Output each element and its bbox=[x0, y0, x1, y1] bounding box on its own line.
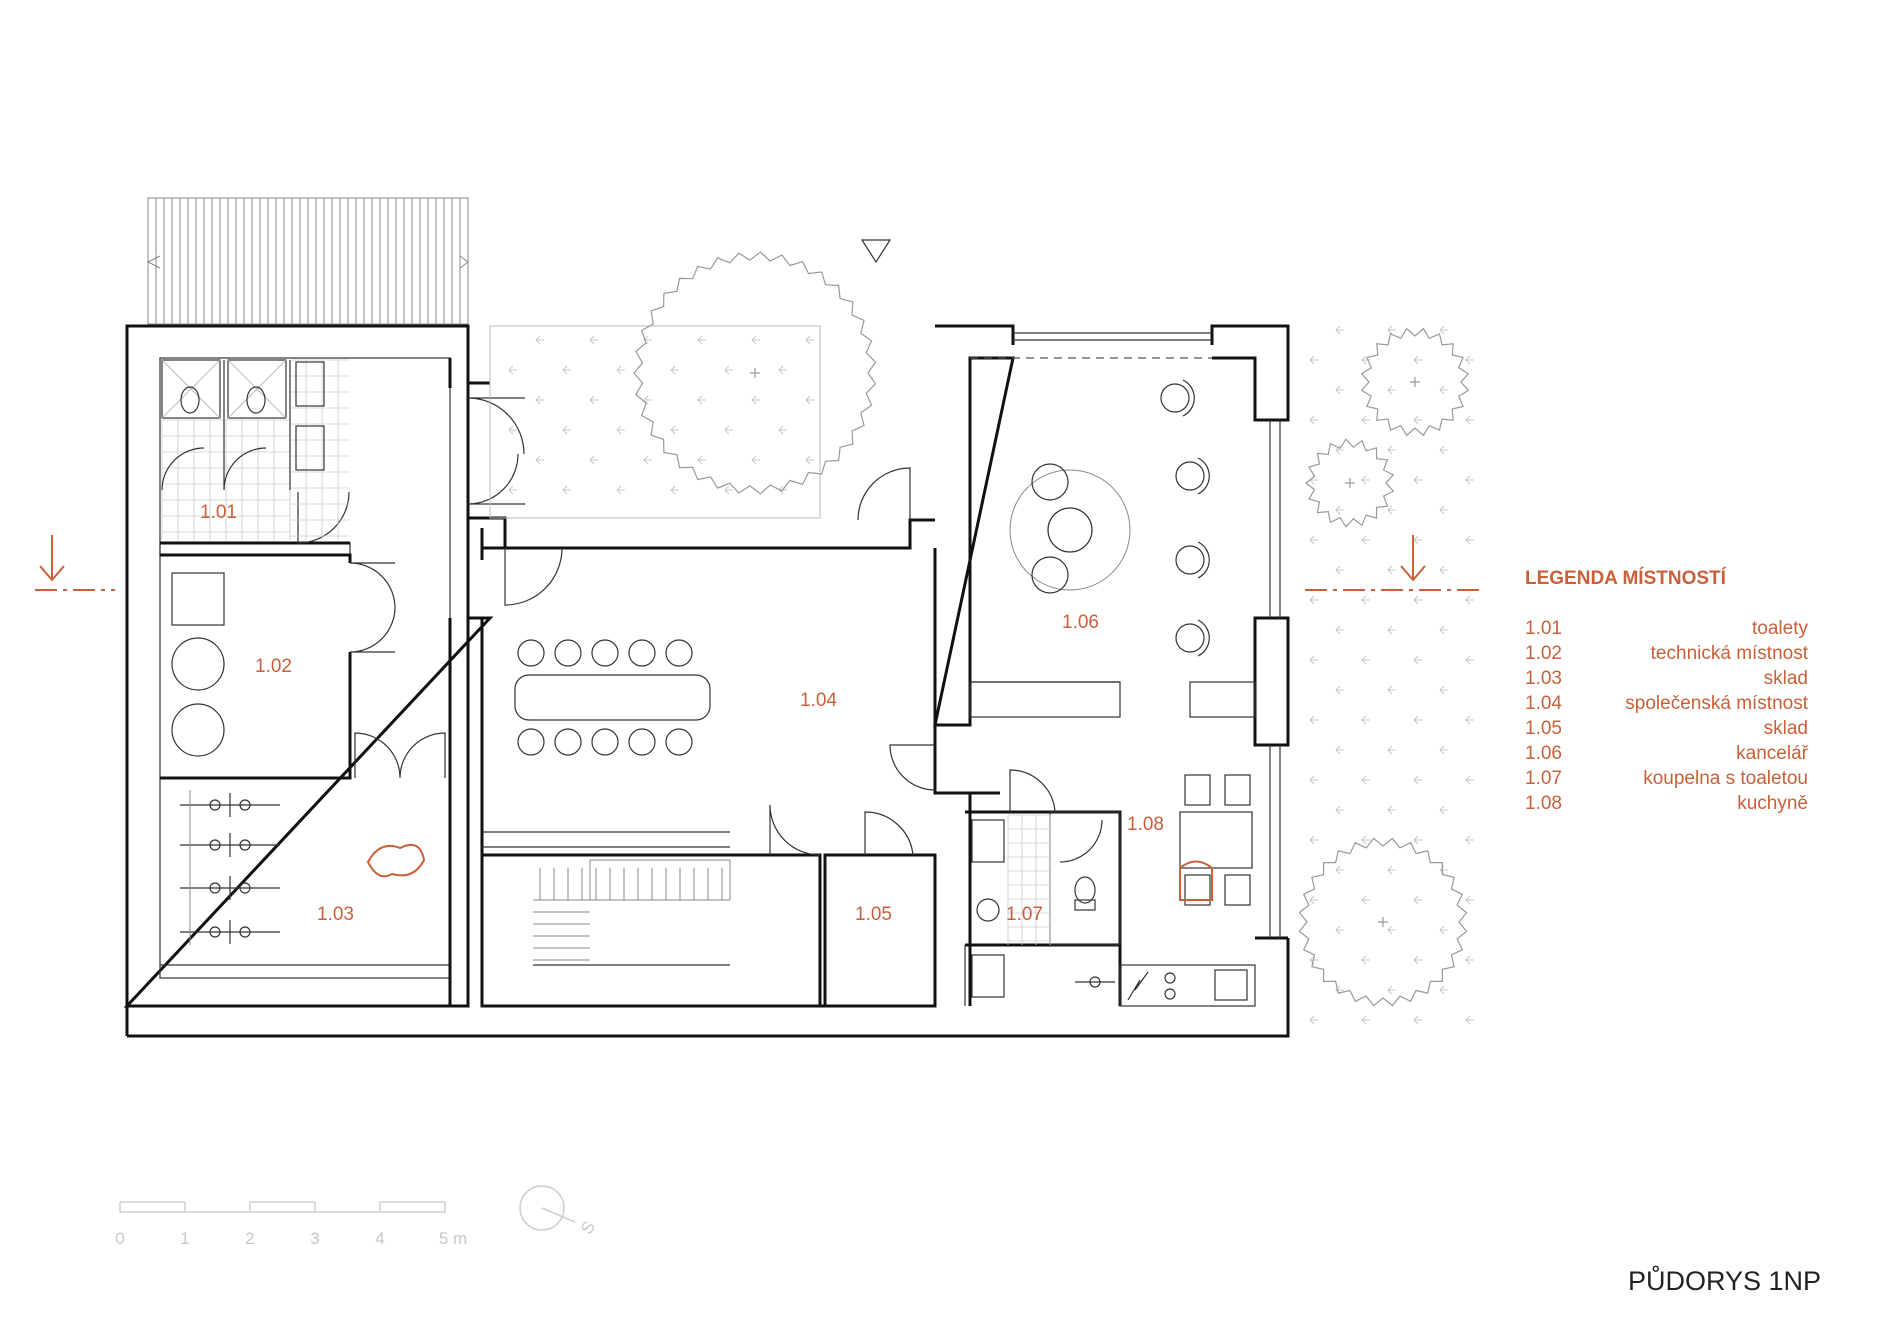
courtyard bbox=[489, 325, 821, 519]
legend: LEGENDA MÍSTNOSTÍ 1.01 toalety 1.02 technic… bbox=[1525, 567, 1809, 814]
interior-walls bbox=[159, 358, 1256, 1008]
room-label-1-07: 1.07 bbox=[1006, 904, 1043, 925]
bathroom-fixtures bbox=[971, 819, 1115, 998]
meeting-table bbox=[514, 639, 711, 756]
legend-room-name: koupelna s toaletou bbox=[1643, 768, 1808, 789]
legend-code: 1.02 bbox=[1525, 643, 1562, 664]
legend-code: 1.04 bbox=[1525, 693, 1562, 714]
legend-room-name: sklad bbox=[1764, 718, 1808, 739]
room-label-1-05: 1.05 bbox=[855, 904, 892, 925]
kitchen-furniture bbox=[1119, 774, 1256, 1007]
legend-room-name: technická místnost bbox=[1651, 643, 1809, 664]
sheet-title: PŮDORYS 1NP bbox=[1628, 1264, 1821, 1296]
scale-label: 2 bbox=[245, 1229, 254, 1248]
level-marker-icon bbox=[860, 239, 892, 264]
lawn-hatch bbox=[508, 325, 1474, 1025]
legend-room-name: toalety bbox=[1752, 618, 1808, 639]
doors bbox=[297, 397, 1103, 863]
scale-label: 3 bbox=[310, 1229, 319, 1248]
bike-racks bbox=[180, 790, 280, 945]
legend-room-name: společenská místnost bbox=[1625, 693, 1808, 714]
room-label-1-03: 1.03 bbox=[317, 904, 354, 925]
trees bbox=[633, 251, 1470, 1007]
legend-code: 1.03 bbox=[1525, 668, 1562, 689]
north-label: S bbox=[577, 1218, 599, 1237]
legend-code: 1.07 bbox=[1525, 768, 1562, 789]
legend-code: 1.06 bbox=[1525, 743, 1562, 764]
toilet-cubicles bbox=[161, 359, 325, 491]
room-label-1-04: 1.04 bbox=[800, 690, 837, 711]
technical-equipment bbox=[171, 572, 225, 757]
scale-label: 1 bbox=[180, 1229, 189, 1248]
legend-room-name: kancelář bbox=[1736, 743, 1808, 764]
legend-title: LEGENDA MÍSTNOSTÍ bbox=[1525, 567, 1727, 589]
outer-walls bbox=[123, 324, 1290, 1038]
legend-code: 1.08 bbox=[1525, 793, 1562, 814]
legend-code: 1.01 bbox=[1525, 618, 1562, 639]
office-furniture bbox=[1009, 379, 1210, 657]
scale-bar: 0 1 2 3 4 5 m bbox=[115, 1201, 467, 1248]
room-label-1-02: 1.02 bbox=[255, 656, 292, 677]
room-label-1-08: 1.08 bbox=[1127, 814, 1164, 835]
section-marker-right bbox=[1305, 535, 1480, 591]
staircase bbox=[533, 859, 731, 966]
north-arrow: S bbox=[519, 1185, 599, 1237]
person-figure bbox=[366, 844, 426, 878]
legend-room-name: sklad bbox=[1764, 668, 1808, 689]
section-marker-left bbox=[35, 535, 115, 591]
scale-label: 4 bbox=[375, 1229, 384, 1248]
room-label-1-01: 1.01 bbox=[200, 502, 237, 523]
entrance-ramp bbox=[146, 197, 469, 325]
legend-room-name: kuchyně bbox=[1737, 793, 1808, 814]
room-label-1-06: 1.06 bbox=[1062, 612, 1099, 633]
tile-grid bbox=[161, 359, 1051, 945]
scale-label: 0 bbox=[115, 1229, 124, 1248]
legend-code: 1.05 bbox=[1525, 718, 1562, 739]
scale-label: 5 m bbox=[439, 1229, 467, 1248]
